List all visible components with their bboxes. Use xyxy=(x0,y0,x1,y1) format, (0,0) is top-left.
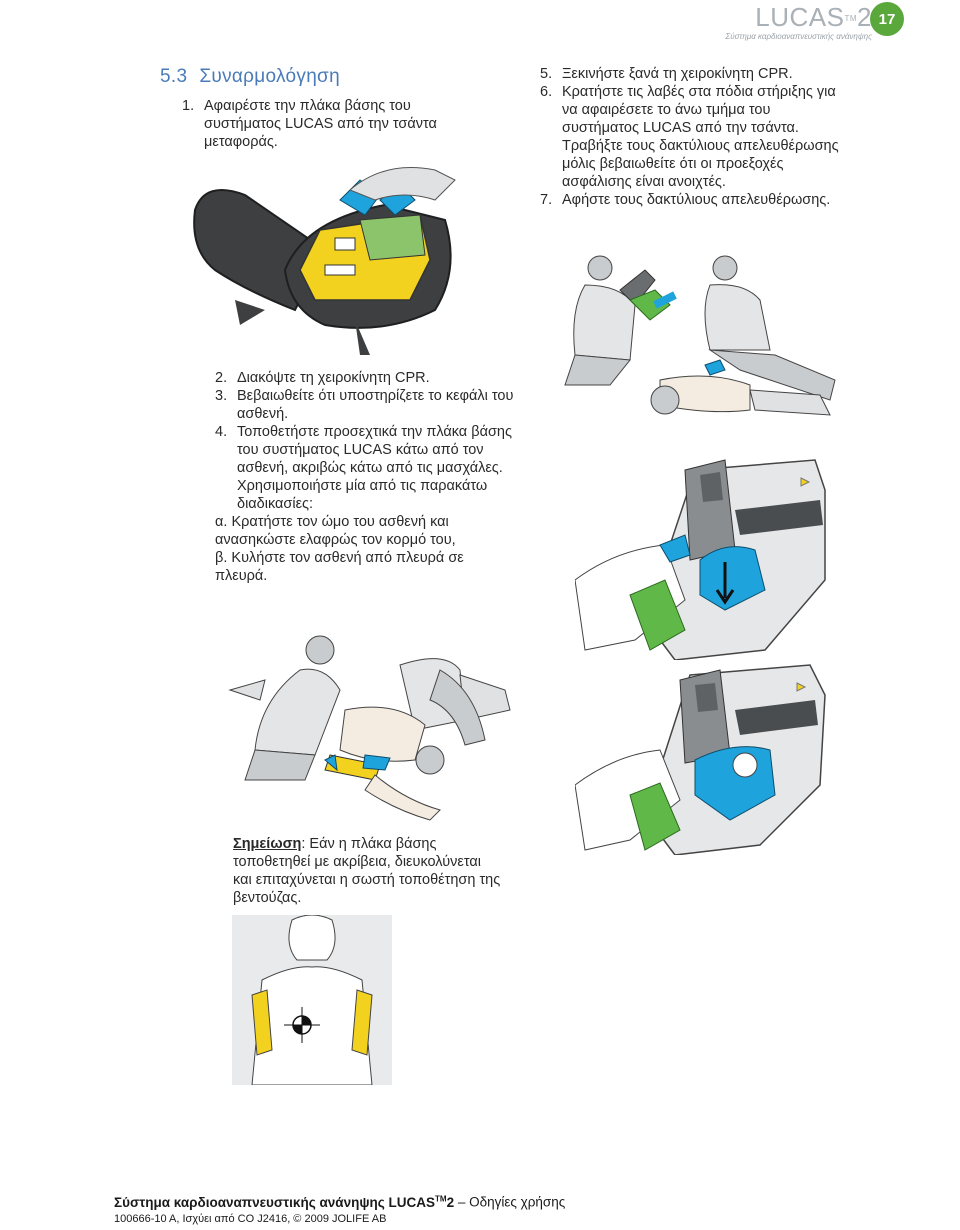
note: Σημείωση: Εάν η πλάκα βάσης τοποθετηθεί … xyxy=(233,836,501,906)
step-item: 7.Αφήστε τους δακτύλιους απελευθέρωσης. xyxy=(540,192,831,208)
footer-subtitle: 100666-10 A, Ισχύει από CO J2416, © 2009… xyxy=(114,1213,387,1225)
footer-title: Σύστημα καρδιοαναπνευστικής ανάνηψης LUC… xyxy=(114,1194,566,1210)
steps-top-right: 5.Ξεκινήστε ξανά τη χειροκίνητη CPR. 6.Κ… xyxy=(540,65,840,209)
steps-top-left: 1.Αφαιρέστε την πλάκα βάσης του συστήματ… xyxy=(182,97,482,151)
step-subitem: α. Κρατήστε τον ώμο του ασθενή και αναση… xyxy=(215,514,456,548)
step-item: 1.Αφαιρέστε την πλάκα βάσης του συστήματ… xyxy=(182,98,437,150)
patient-illustration xyxy=(228,635,511,821)
bag-illustration xyxy=(193,167,456,355)
steps-middle: 2.Διακόψτε τη χειροκίνητη CPR. 3.Βεβαιωθ… xyxy=(215,369,515,585)
page-number-badge: 17 xyxy=(870,2,904,36)
step-item: 5.Ξεκινήστε ξανά τη χειροκίνητη CPR. xyxy=(540,66,793,82)
step-subitem: β. Κυλήστε τον ασθενή από πλευρά σε πλευ… xyxy=(215,550,464,584)
brand-name: LUCASTM2 xyxy=(755,2,872,32)
device-release-illustration-1 xyxy=(575,459,826,660)
torso-illustration xyxy=(232,915,392,1085)
cpr-illustration xyxy=(564,255,836,416)
step-item: 4.Τοποθετήστε προσεχτικά την πλάκα βάσης… xyxy=(215,424,512,512)
brand-subtitle: Σύστημα καρδιοαναπνευστικής ανάνηψης xyxy=(725,32,872,41)
step-item: 3.Βεβαιωθείτε ότι υποστηρίζετε το κεφάλι… xyxy=(215,388,514,422)
device-release-illustration-2 xyxy=(575,664,826,855)
step-item: 6.Κρατήστε τις λαβές στα πόδια στήριξης … xyxy=(540,84,839,190)
brand-logo: LUCASTM2 Σύστημα καρδιοαναπνευστικής ανά… xyxy=(725,4,872,41)
step-item: 2.Διακόψτε τη χειροκίνητη CPR. xyxy=(215,370,430,386)
